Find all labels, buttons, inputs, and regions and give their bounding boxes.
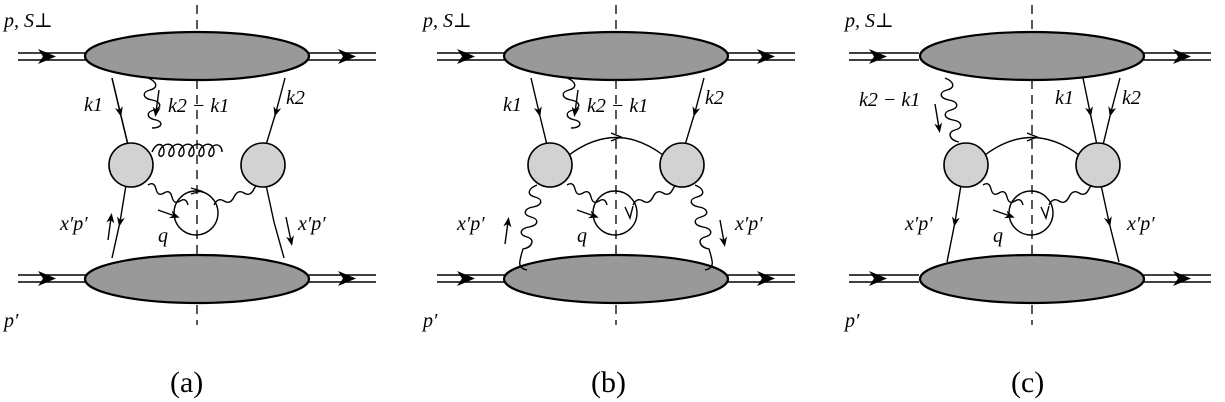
label-xp-right: x′p′ <box>297 213 326 235</box>
label-k1: k1 <box>503 94 522 116</box>
label-outgoing-proton: p′ <box>843 310 860 332</box>
gluon-between-vertices <box>151 143 223 157</box>
outgoing-proton-line <box>18 271 376 286</box>
quark-line-k2 <box>1102 77 1121 146</box>
gluon-k2-minus-k1 <box>562 77 581 129</box>
quark-line-left-lower <box>946 184 962 263</box>
upper-proton-blob <box>502 30 730 82</box>
label-incoming-proton: p, S⊥ <box>2 10 53 32</box>
label-outgoing-proton: p′ <box>2 310 19 332</box>
quark-loop <box>1008 190 1054 236</box>
incoming-proton-line <box>849 49 1211 64</box>
label-incoming-proton: p, S⊥ <box>421 10 472 32</box>
label-incoming-proton: p, S⊥ <box>843 10 894 32</box>
label-k2-minus-k1: k2 − k1 <box>859 89 920 111</box>
diagram-c: p, S⊥ p′ k2 − k1 k1 k2 x′p′ x′p′ q (c) <box>843 5 1211 399</box>
label-q: q <box>158 225 168 247</box>
label-q: q <box>993 225 1003 247</box>
label-k2: k2 <box>705 87 724 109</box>
quark-line-right-lower <box>265 184 285 259</box>
label-xp-left: x′p′ <box>59 213 88 235</box>
upper-proton-blob <box>918 30 1146 82</box>
quark-line-left-lower <box>111 184 127 259</box>
label-xp-left: x′p′ <box>904 213 933 235</box>
incoming-proton-line <box>437 49 795 64</box>
quark-arc-between-vertices <box>984 136 1080 156</box>
left-vertex <box>108 142 154 188</box>
gluon-right-lower <box>690 184 713 271</box>
lower-proton-blob <box>502 253 730 305</box>
diagram-b: p, S⊥ p′ k1 k2 − k1 k2 x′p′ x′p′ q (b) <box>421 5 795 399</box>
gluon-k2-minus-k1 <box>143 77 162 129</box>
photon-right <box>1048 182 1100 206</box>
quark-line-k1 <box>530 77 548 146</box>
label-k2-minus-k1: k2 − k1 <box>168 95 229 117</box>
label-k1: k1 <box>84 94 103 116</box>
quark-loop <box>592 190 638 236</box>
caption-c: (c) <box>1011 366 1044 399</box>
upper-proton-blob <box>83 30 311 82</box>
label-k1: k1 <box>1055 87 1074 109</box>
photon-right <box>632 182 684 206</box>
left-vertex <box>527 142 573 188</box>
label-k2-minus-k1: k2 − k1 <box>587 95 648 117</box>
photon-left <box>982 182 1024 206</box>
quark-arc-between-vertices <box>568 136 664 156</box>
quark-line-k2 <box>684 77 705 146</box>
right-vertex <box>659 142 705 188</box>
label-xp-right: x′p′ <box>734 213 763 235</box>
photon-left <box>566 182 608 206</box>
outgoing-proton-line <box>437 271 795 286</box>
right-vertex <box>240 142 286 188</box>
quark-line-right-lower <box>1100 184 1120 263</box>
lower-proton-blob <box>918 253 1146 305</box>
caption-b: (b) <box>591 366 626 399</box>
label-outgoing-proton: p′ <box>421 310 438 332</box>
label-xp-left: x′p′ <box>456 213 485 235</box>
outgoing-proton-line <box>849 271 1211 286</box>
gluon-left-lower <box>519 184 542 271</box>
quark-line-k2 <box>265 77 286 146</box>
label-xp-right: x′p′ <box>1126 213 1155 235</box>
photon-right <box>213 182 265 206</box>
quark-line-k1 <box>1082 77 1098 146</box>
quark-loop <box>173 190 219 236</box>
caption-a: (a) <box>170 366 203 399</box>
photon-left <box>147 182 189 206</box>
right-vertex <box>1075 142 1121 188</box>
label-q: q <box>577 225 587 247</box>
gluon-k2-minus-k1 <box>940 77 962 143</box>
diagram-a: p, S⊥ p′ k1 k2 − k1 k2 x′p′ x′p′ q (a) <box>2 5 376 399</box>
label-k2: k2 <box>1122 87 1141 109</box>
incoming-proton-line <box>18 49 376 64</box>
label-k2: k2 <box>286 87 305 109</box>
left-vertex <box>943 142 989 188</box>
lower-proton-blob <box>83 253 311 305</box>
